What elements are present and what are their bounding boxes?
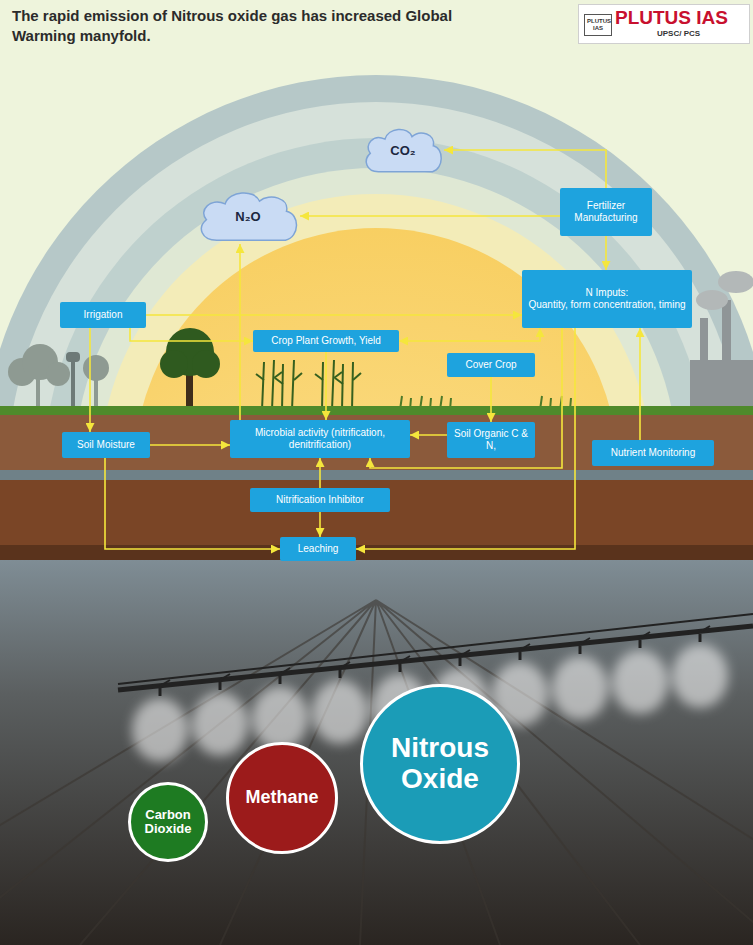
node-text: Fertilizer Manufacturing [566,200,646,224]
flow-arrow [319,512,321,537]
flow-arrow [300,215,560,217]
logo-text: PLUTUS IAS [584,14,612,36]
node-text: Microbial activity (nitrification, denit… [236,427,404,451]
rainbow-arcs [0,75,753,412]
node-text: Soil Moisture [77,439,135,451]
flow-arrow [490,377,492,422]
process-box: Leaching [280,537,356,561]
gas-cloud: N₂O [196,188,300,244]
flow-arrow [89,328,91,432]
field-photo [0,560,753,945]
node-text: CO₂ [390,143,415,158]
flow-arrow [444,150,606,188]
node-text: Nitrous Oxide [369,733,511,795]
flow-arrow [239,244,241,420]
skyline-trees [8,344,109,410]
node-heading: N Imputs: [586,287,629,299]
node-text: Nitrification Inhibitor [276,494,364,506]
logo-badge: PLUTUS IASPLUTUS IASUPSC/ PCS [578,4,750,44]
process-box: Cover Crop [447,353,535,377]
flow-arrow [325,352,327,420]
gas-circle: Methane [226,742,338,854]
node-text: Crop Plant Growth, Yield [271,335,381,347]
flow-arrow [639,328,641,440]
node-text: Soil Organic C & N, [453,428,529,452]
node-text: Nutrient Monitoring [611,447,695,459]
node-text: Quantity, form concentration, timing [528,299,685,311]
process-box: Soil Organic C & N, [447,422,535,458]
process-box: Fertilizer Manufacturing [560,188,652,236]
node-text: N₂O [235,209,260,224]
process-box: Nitrification Inhibitor [250,488,390,512]
flow-arrow [410,434,447,436]
node-text: Irrigation [84,309,123,321]
process-box: Microbial activity (nitrification, denit… [230,420,410,458]
factory [690,271,753,412]
logo-text: UPSC/ PCS [657,29,700,38]
node-text: Cover Crop [465,359,516,371]
flow-arrow [130,328,253,341]
diagram-title: The rapid emission of Nitrous oxide gas … [12,6,482,46]
node-text: Methane [245,788,318,808]
flow-arrow [399,328,540,341]
process-box: N Imputs:Quantity, form concentration, t… [522,270,692,328]
gas-circle: Nitrous Oxide [360,684,520,844]
flow-arrow [150,444,230,446]
flow-arrow [605,236,607,270]
node-text: Carbon Dioxide [137,808,199,837]
gas-cloud: CO₂ [362,125,444,175]
process-box: Irrigation [60,302,146,328]
flow-arrow [146,314,522,316]
flow-arrow [319,458,321,488]
process-box: Crop Plant Growth, Yield [253,330,399,352]
process-box: Soil Moisture [62,432,150,458]
gas-circle: Carbon Dioxide [128,782,208,862]
logo-text: PLUTUS IAS [615,7,728,29]
node-text: Leaching [298,543,339,555]
process-box: Nutrient Monitoring [592,440,714,466]
